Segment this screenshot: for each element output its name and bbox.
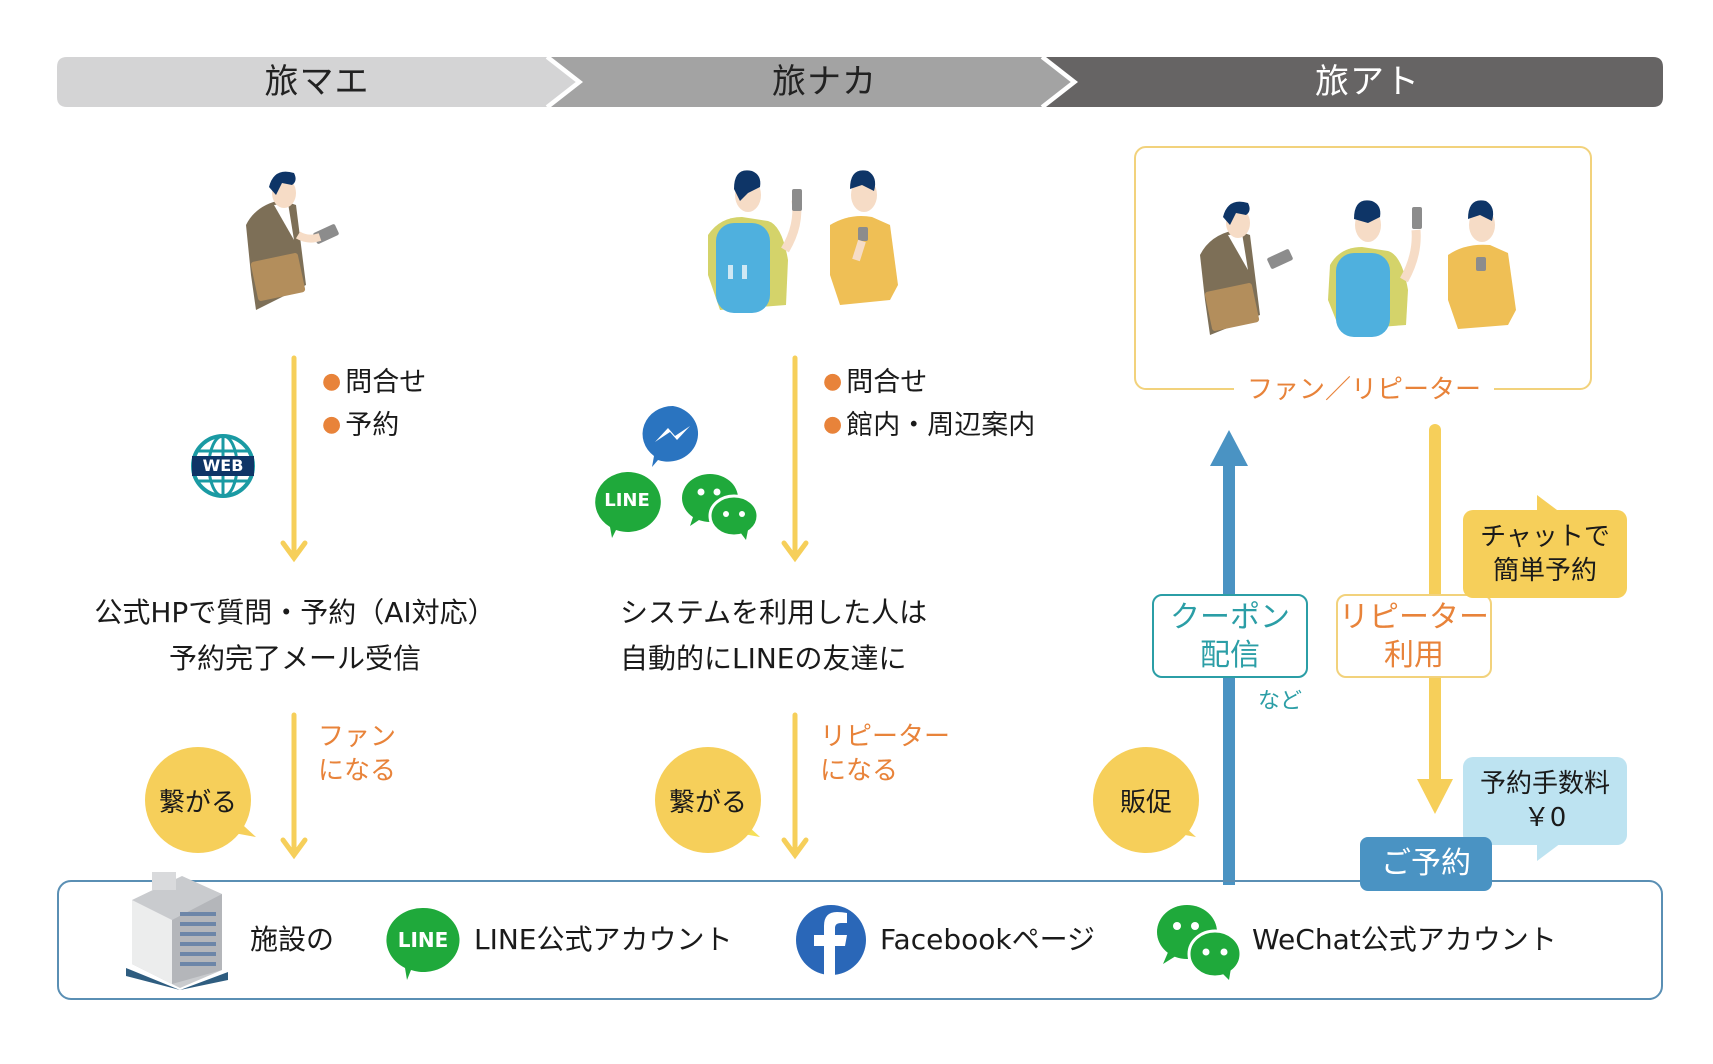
- facebook-page-label: Facebookページ: [880, 923, 1096, 956]
- person-group-icon: [1200, 200, 1516, 337]
- web-label: WEB: [202, 456, 244, 475]
- bullet-dot-icon: ●: [322, 369, 342, 394]
- phase-arrows: [57, 57, 1663, 107]
- hotel-building-icon: [126, 872, 228, 990]
- connect-bubble-during: 繋がる: [655, 747, 761, 853]
- repeater-use-tag: リピーター 利用: [1336, 594, 1492, 678]
- booking-fee-callout: 予約手数料 ￥0: [1463, 757, 1627, 845]
- flow-arrow-during-2: [781, 712, 809, 860]
- bubble-tail-icon: [1537, 843, 1561, 861]
- wechat-app-icon: [682, 474, 760, 540]
- official-channels-box: [57, 880, 1663, 1000]
- flow-arrow-during-1: [781, 355, 809, 563]
- wechat-official-account-label: WeChat公式アカウント: [1252, 923, 1557, 956]
- phase-label-after: 旅アト: [1315, 62, 1420, 102]
- during-note: リピーター になる: [820, 722, 951, 786]
- during-description: システムを利用した人は 自動的にLINEの友達に: [620, 596, 928, 675]
- phase-bg-after: [1046, 57, 1663, 107]
- bullet-dot-icon: ●: [823, 369, 843, 394]
- promotion-bubble: 販促: [1093, 747, 1199, 853]
- bullet-dot-icon: ●: [322, 412, 342, 437]
- bullet-item: ●問合せ: [322, 367, 427, 398]
- person-travelers-icon: [708, 170, 898, 313]
- messenger-icon: [642, 405, 699, 467]
- bubble-tail-icon: [1537, 495, 1561, 513]
- before-description: 公式HPで質問・予約（AI対応） 予約完了メール受信: [94, 596, 496, 675]
- person-businessman-icon: [246, 171, 339, 310]
- web-globe-icon: WEB: [190, 433, 256, 499]
- phase-bg-before: [57, 57, 579, 107]
- fan-repeater-label: ファン／リピーター: [1234, 372, 1494, 408]
- flow-arrow-before-1: [280, 355, 308, 563]
- before-bullets: ●問合せ ●予約: [322, 361, 426, 447]
- facebook-icon: [796, 905, 866, 976]
- chat-booking-callout: チャットで 簡単予約: [1463, 510, 1627, 598]
- phase-label-before: 旅マエ: [264, 62, 370, 102]
- bullet-item: ●予約: [322, 410, 400, 441]
- coupon-delivery-tag: クーポン 配信: [1152, 594, 1308, 678]
- phase-label-during: 旅ナカ: [772, 62, 877, 102]
- bullet-item: ●問合せ: [823, 367, 928, 398]
- line-official-icon: LINE: [385, 906, 461, 980]
- connect-bubble-before: 繋がる: [145, 747, 251, 853]
- during-bullets: ●問合せ ●館内・周辺案内: [823, 361, 1035, 447]
- before-note: ファン になる: [318, 722, 397, 786]
- reservation-tag: ご予約: [1360, 837, 1492, 891]
- fan-repeater-box: [1134, 146, 1592, 390]
- wechat-official-icon: [1157, 905, 1243, 980]
- flow-arrow-before-2: [280, 712, 308, 860]
- line-app-icon: LINE: [592, 470, 662, 538]
- bullet-dot-icon: ●: [823, 412, 843, 437]
- bullet-item: ●館内・周辺案内: [823, 410, 1036, 441]
- line-official-account-label: LINE公式アカウント: [474, 923, 733, 956]
- phase-bg-during: [551, 57, 1074, 107]
- coupon-etc-label: など: [1258, 689, 1303, 714]
- facility-label: 施設の: [250, 923, 335, 956]
- phase-bar: 旅マエ 旅ナカ 旅アト: [57, 57, 1663, 107]
